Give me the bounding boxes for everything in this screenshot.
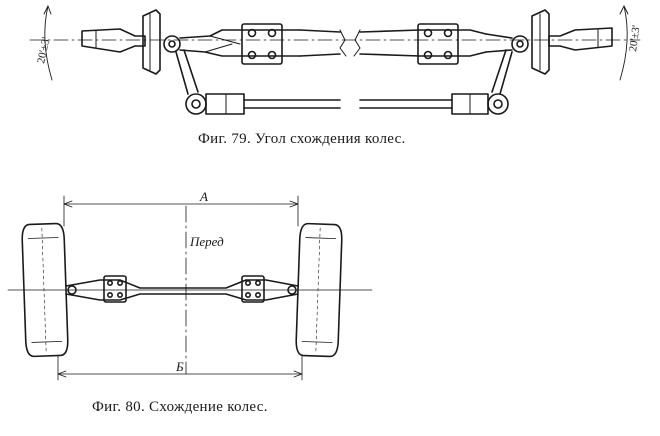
- tie-rod-left: [243, 99, 341, 109]
- tie-rod-right: [359, 99, 453, 109]
- figure-79-caption: Фиг. 79. Угол схождения колес.: [198, 131, 406, 147]
- right-brake-flange: [531, 9, 550, 75]
- right-spindle: [548, 27, 613, 51]
- fig80-left-pad: [103, 275, 127, 303]
- fig80-right-hub: [287, 285, 297, 295]
- left-tie-rod-end: [185, 93, 207, 115]
- right-spring-pad: [417, 23, 459, 65]
- left-king-pin: [163, 35, 181, 53]
- left-angle-arrow: [43, 5, 52, 15]
- fig79-front-axle: [29, 5, 641, 115]
- right-wheel: [295, 222, 343, 358]
- fig80-toe-in: [7, 195, 373, 381]
- dimension-a-label: А: [199, 189, 208, 204]
- right-king-pin: [511, 35, 529, 53]
- right-steering-arm: [491, 49, 513, 95]
- figure-80-caption: Фиг. 80. Схождение колес.: [92, 399, 268, 415]
- left-toe-angle: 20'±3': [35, 36, 52, 64]
- left-tie-rod-clamp: [205, 93, 245, 115]
- left-angle-arc: [44, 5, 53, 81]
- right-axle-beam: [359, 29, 487, 57]
- front-direction-label: Перед: [189, 234, 224, 249]
- fig80-right-pad: [241, 275, 265, 303]
- right-toe-angle: 20'±3': [627, 24, 643, 52]
- dimension-b-label: Б: [175, 359, 184, 374]
- left-wheel: [21, 222, 69, 358]
- left-steering-arm: [175, 49, 199, 95]
- right-angle-arrow: [619, 5, 629, 15]
- left-spindle: [81, 28, 146, 53]
- right-tie-rod-end: [487, 93, 509, 115]
- left-spring-pad: [241, 23, 283, 65]
- fig80-left-hub: [67, 285, 77, 295]
- right-angle-arc: [619, 5, 628, 81]
- left-axle-beam: [179, 29, 301, 57]
- left-brake-flange: [142, 9, 161, 75]
